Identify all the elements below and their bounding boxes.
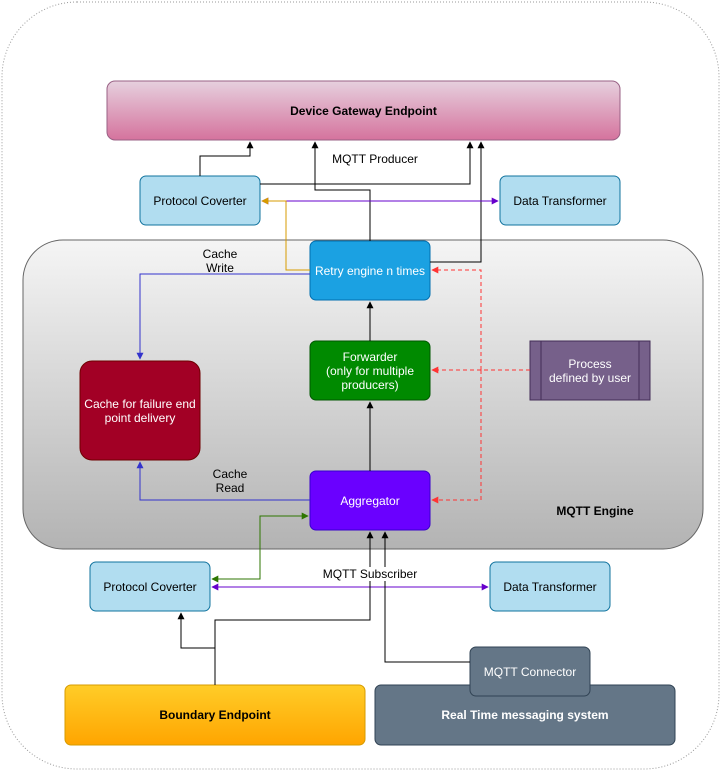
- protocol-bottom-label: Protocol Coverter: [103, 579, 197, 594]
- realtime-label: Real Time messaging system: [441, 708, 609, 722]
- mqtt-engine-label: MQTT Engine: [556, 504, 634, 518]
- mqtt-connector-label: MQTT Connector: [483, 664, 577, 679]
- protocol-bottom-box: [89, 561, 211, 612]
- cache-box: [79, 360, 201, 461]
- mqtt-producer-label: MQTT Producer: [320, 152, 430, 166]
- mqtt-connector-box: [469, 646, 591, 697]
- protocol-top-label: Protocol Coverter: [153, 193, 247, 208]
- mqtt-subscriber-label: MQTT Subscriber: [310, 567, 430, 581]
- transformer-bottom-box: [489, 561, 611, 612]
- forwarder-label: Forwarder (only for multiple producers): [325, 349, 415, 392]
- transformer-top-box: [499, 175, 621, 226]
- device-gateway-box: [106, 80, 621, 141]
- transformer-top-label: Data Transformer: [513, 193, 607, 208]
- aggregator-label: Aggregator: [340, 493, 400, 508]
- transformer-bottom-label: Data Transformer: [503, 579, 597, 594]
- retry-label: Retry engine n times: [314, 263, 426, 278]
- cache-label: Cache for failure end point delivery: [84, 396, 196, 425]
- cache-write-label: Cache Write: [202, 247, 238, 275]
- boundary-label: Boundary Endpoint: [159, 708, 271, 722]
- process-label: Process defined by user: [548, 356, 632, 385]
- cache-read-label: Cache Read: [212, 467, 248, 495]
- device-gateway-label: Device Gateway Endpoint: [290, 103, 437, 118]
